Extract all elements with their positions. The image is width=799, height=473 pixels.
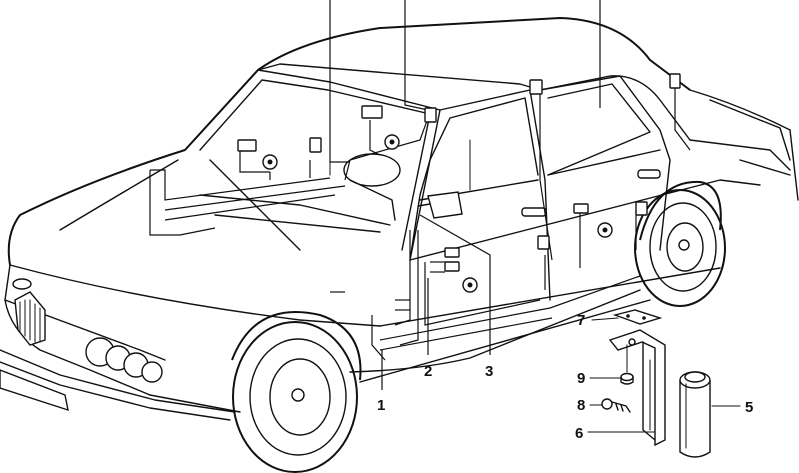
speakers (262, 134, 613, 293)
wiring-harness (149, 0, 691, 390)
callout-leaders (587, 317, 741, 433)
callout-9: 9 (577, 370, 585, 387)
callout-1: 1 (377, 397, 385, 414)
screw-part-9 (620, 344, 634, 385)
callout-8: 8 (577, 397, 585, 414)
rear-wheel (634, 180, 726, 307)
callout-2: 2 (424, 363, 432, 380)
car-front (0, 264, 236, 421)
front-wheel (231, 311, 362, 473)
callout-7: 7 (577, 312, 585, 329)
mounting-plate-part-7 (612, 309, 663, 325)
callout-3: 3 (485, 363, 493, 380)
callout-6: 6 (575, 425, 583, 442)
siren-part-5 (679, 371, 711, 458)
bracket-part-6 (608, 329, 666, 447)
callout-labels: 1 2 3 5 6 7 8 9 (377, 312, 753, 442)
clip-part-8 (601, 398, 631, 413)
car-body (7, 17, 799, 413)
door-contact-switches (237, 73, 681, 272)
callout-5: 5 (745, 399, 753, 416)
